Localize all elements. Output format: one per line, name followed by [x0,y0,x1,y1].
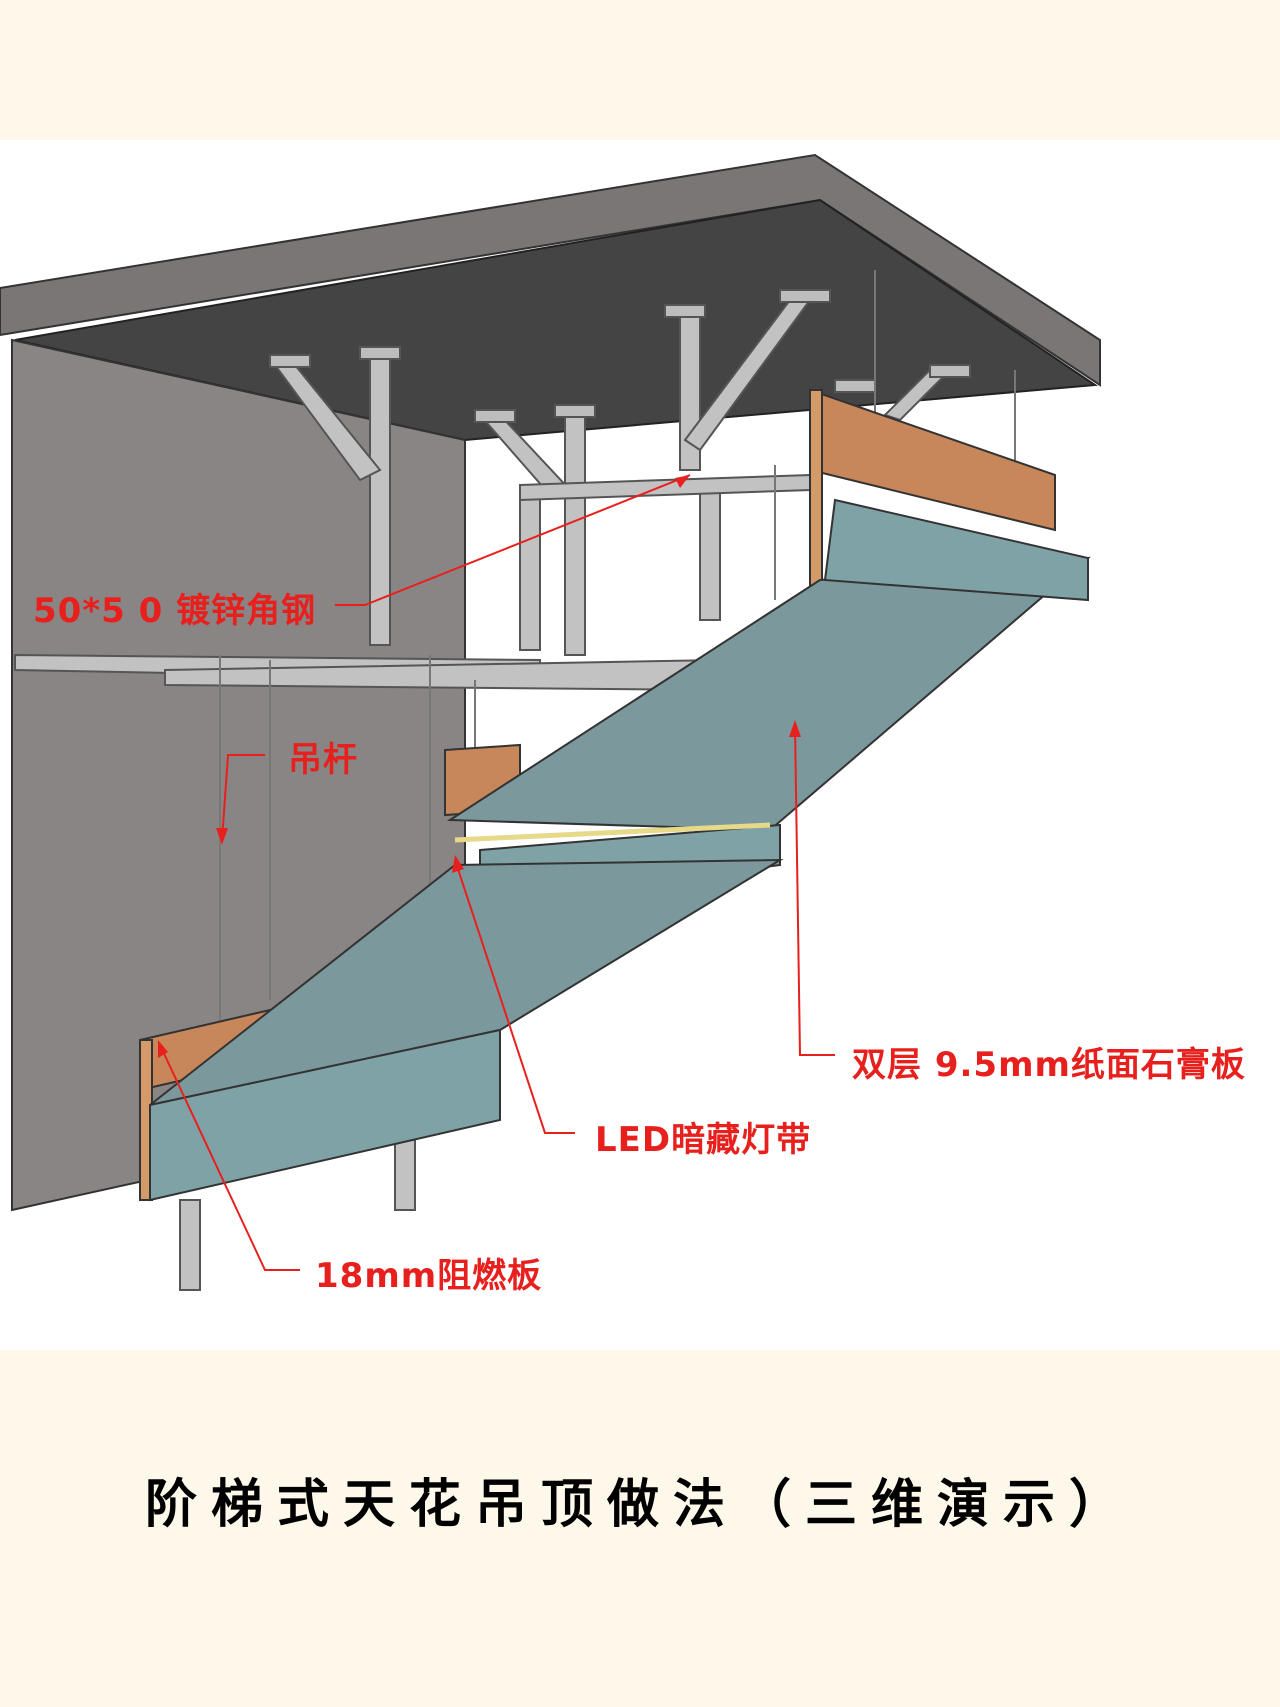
label-hanger-rod: 吊杆 [288,740,358,780]
upper-fire-board-side [809,389,823,601]
upper-gypsum-slope [446,556,1091,832]
label-fire-board: 18mm阻燃板 [315,1256,543,1296]
leader-arrowheads [158,475,801,1058]
ceiling-3d-diagram: 50*5 0 镀锌角钢 吊杆 双层 9.5mm纸面石膏板 LED暗藏灯带 18m… [0,140,1280,1350]
angle-steel-frame [14,299,953,1291]
ceiling-brackets [269,289,971,423]
concrete-slab-top [0,153,1101,387]
caption-title: 阶梯式天花吊顶做法（三维演示） [144,1475,1135,1535]
label-gypsum-board: 双层 9.5mm纸面石膏板 [852,1045,1246,1085]
diagram-drawing [0,153,1101,1291]
leader-lines [159,474,835,1271]
led-strip [454,822,771,843]
label-led-strip: LED暗藏灯带 [595,1120,812,1160]
lower-gypsum-face [149,1028,501,1202]
label-angle-steel: 50*5 0 镀锌角钢 [33,591,317,631]
upper-gypsum-face [823,498,1089,602]
hanger-rods [219,270,1016,1030]
